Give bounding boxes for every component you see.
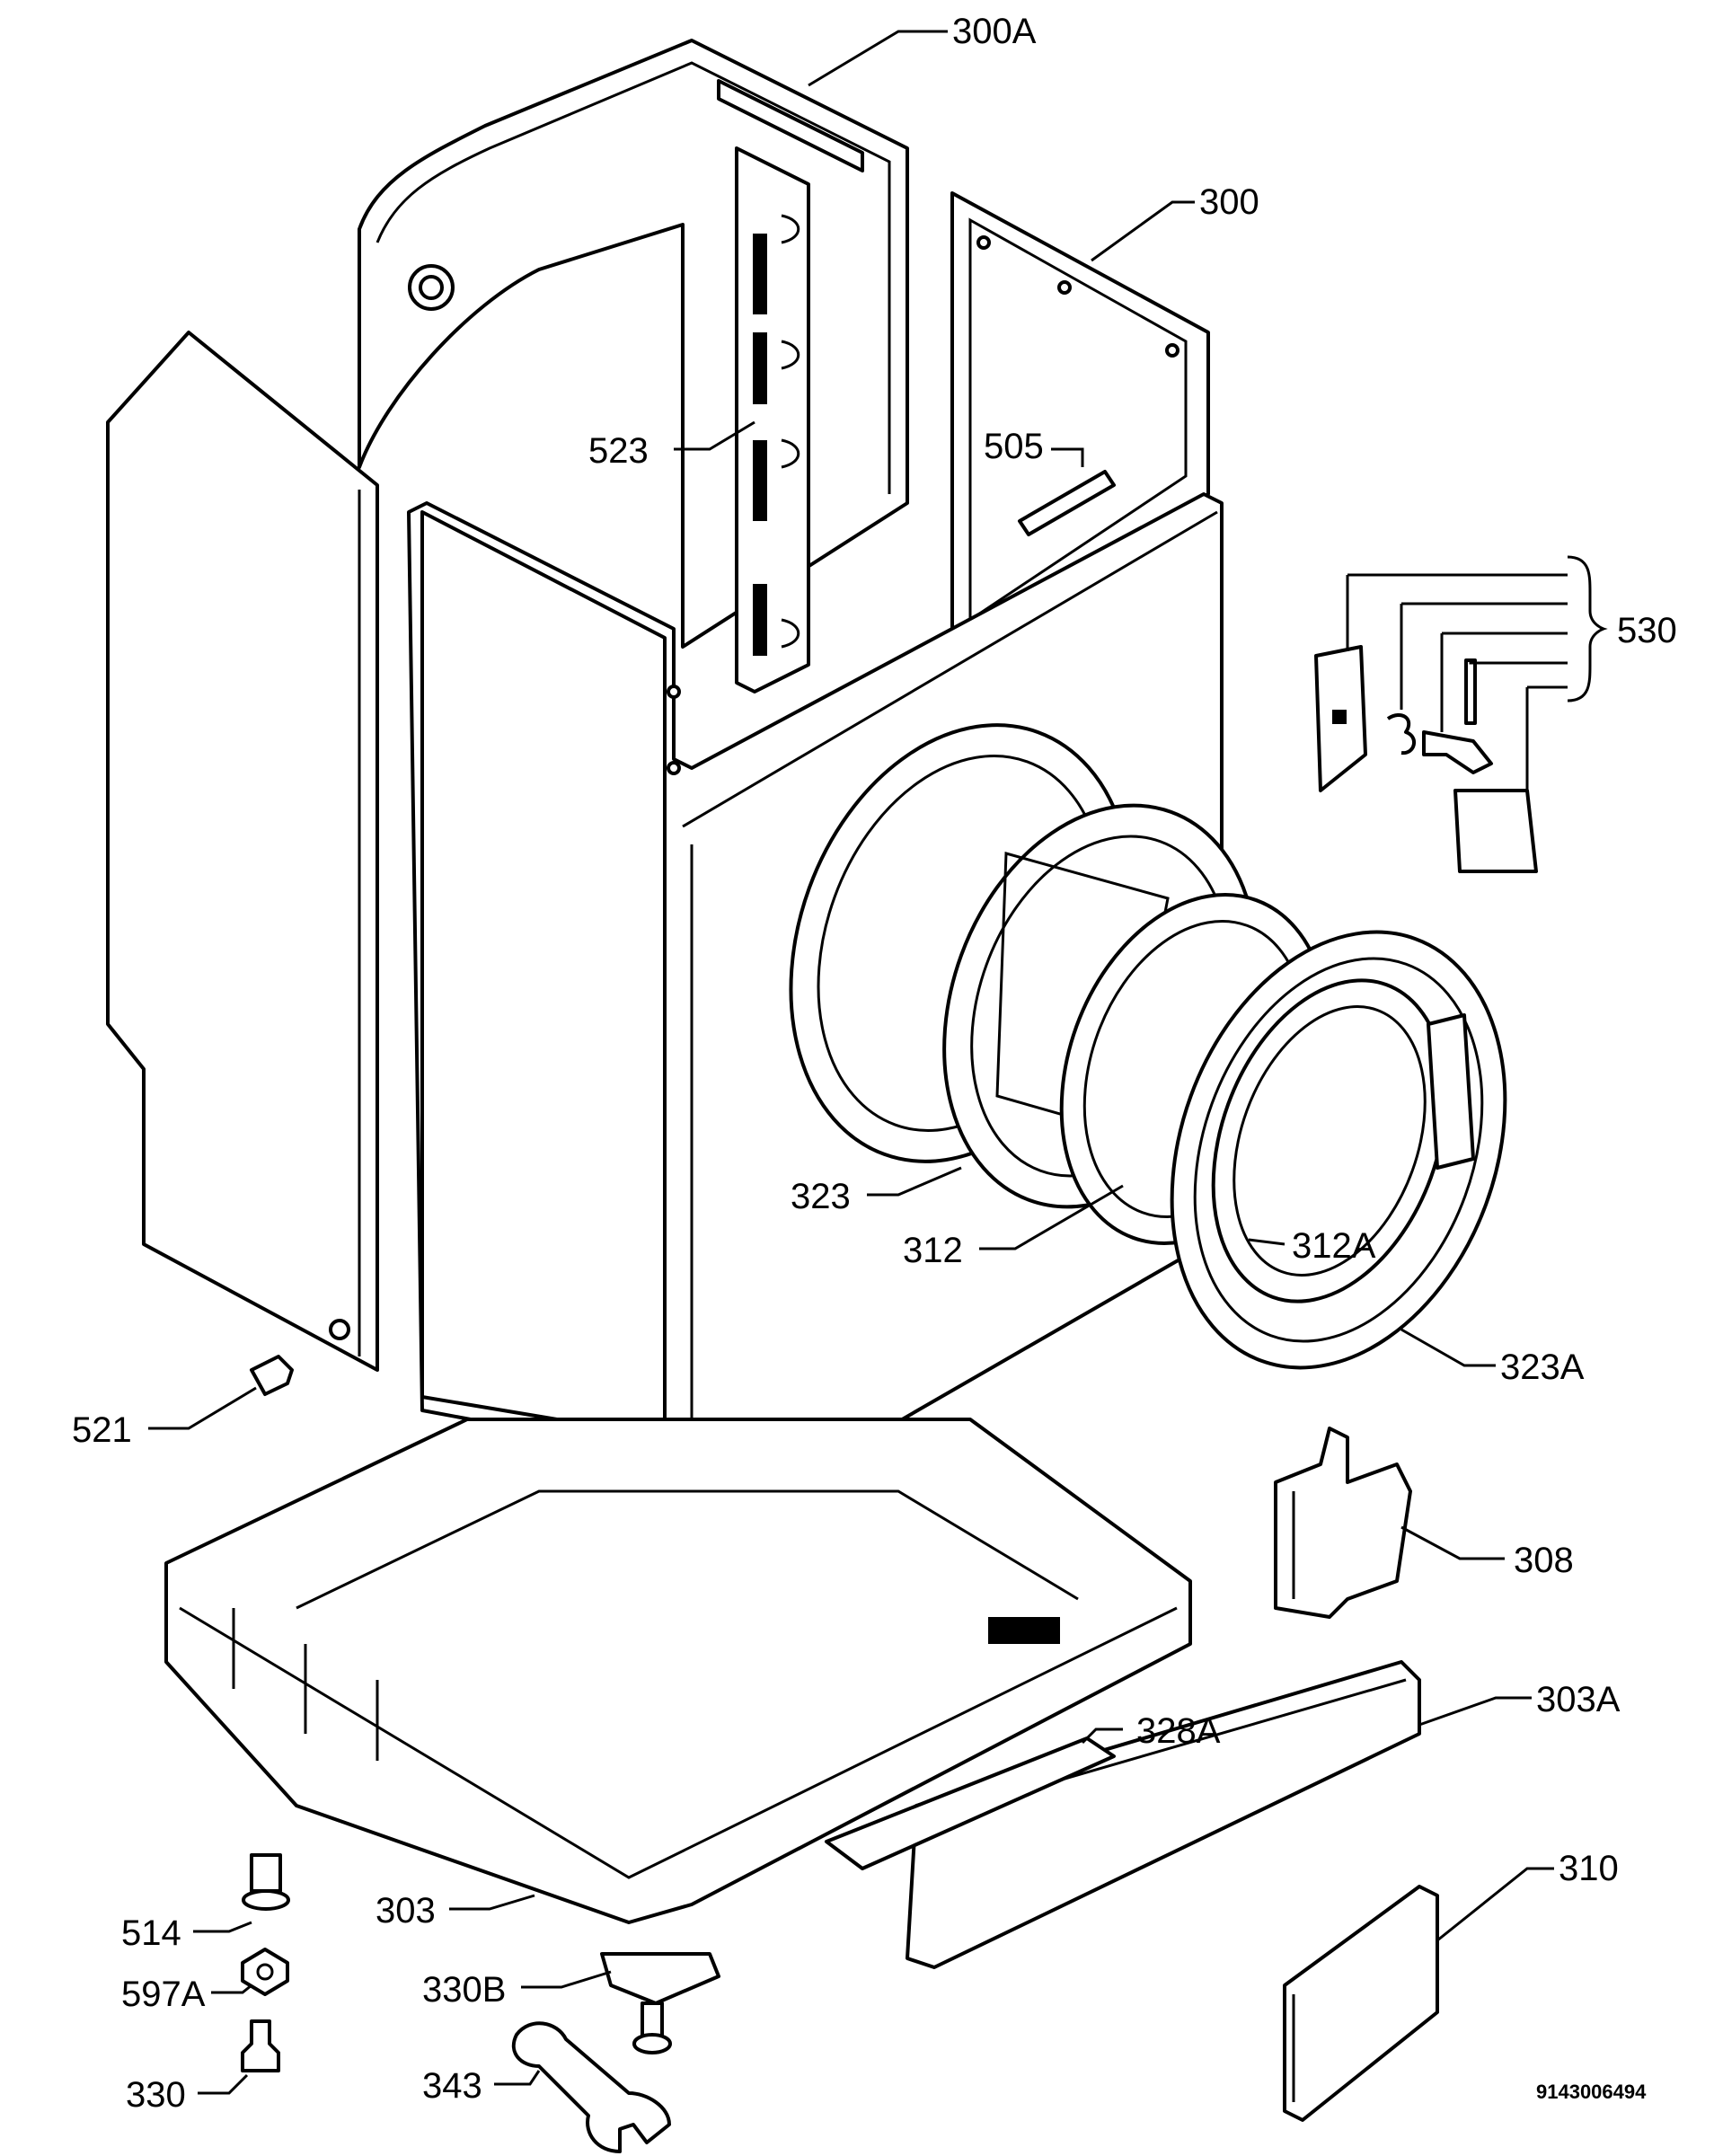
left-side-panel bbox=[106, 331, 379, 1372]
callout-312: 312 bbox=[903, 1231, 963, 1270]
screw-part bbox=[250, 1355, 294, 1396]
wrench-part bbox=[511, 2021, 671, 2153]
filter-cover-part bbox=[825, 1736, 1116, 1870]
callout-300: 300 bbox=[1199, 182, 1259, 222]
callout-303A: 303A bbox=[1536, 1680, 1621, 1719]
base-frame-part bbox=[164, 1418, 1192, 1924]
callout-514: 514 bbox=[121, 1913, 181, 1953]
callout-310: 310 bbox=[1559, 1849, 1619, 1888]
hinge-part bbox=[1274, 1427, 1412, 1619]
callout-330B: 330B bbox=[422, 1970, 506, 2010]
callout-323: 323 bbox=[791, 1177, 851, 1216]
right-top-frame bbox=[950, 191, 1210, 649]
callout-323A: 323A bbox=[1500, 1348, 1585, 1387]
callout-330: 330 bbox=[126, 2075, 186, 2115]
rear-rail-part bbox=[735, 146, 810, 694]
callout-343: 343 bbox=[422, 2066, 482, 2106]
service-flap-part bbox=[1283, 1885, 1439, 2122]
callout-521: 521 bbox=[72, 1410, 132, 1450]
door-assembly-part bbox=[1170, 930, 1507, 1370]
front-panel bbox=[407, 492, 1224, 1542]
adjustable-foot-part bbox=[600, 1952, 720, 2054]
drawing-number: 9143006494 bbox=[1536, 2081, 1647, 2103]
callout-597A: 597A bbox=[121, 1975, 206, 2014]
bolt-part bbox=[242, 1853, 290, 1911]
callout-312A: 312A bbox=[1292, 1226, 1376, 1266]
callout-505: 505 bbox=[984, 427, 1044, 466]
leader-lines bbox=[148, 30, 1608, 2095]
foot-screw-part bbox=[241, 2019, 280, 2072]
callout-308: 308 bbox=[1514, 1541, 1574, 1580]
callout-300A: 300A bbox=[952, 12, 1037, 51]
callout-530: 530 bbox=[1617, 611, 1677, 650]
nut-part bbox=[241, 1948, 289, 1996]
callout-523: 523 bbox=[588, 431, 649, 471]
callout-303: 303 bbox=[375, 1891, 436, 1931]
callout-328A: 328A bbox=[1136, 1711, 1221, 1751]
latch-kit-part bbox=[1314, 645, 1538, 873]
rod-part bbox=[1018, 470, 1116, 536]
